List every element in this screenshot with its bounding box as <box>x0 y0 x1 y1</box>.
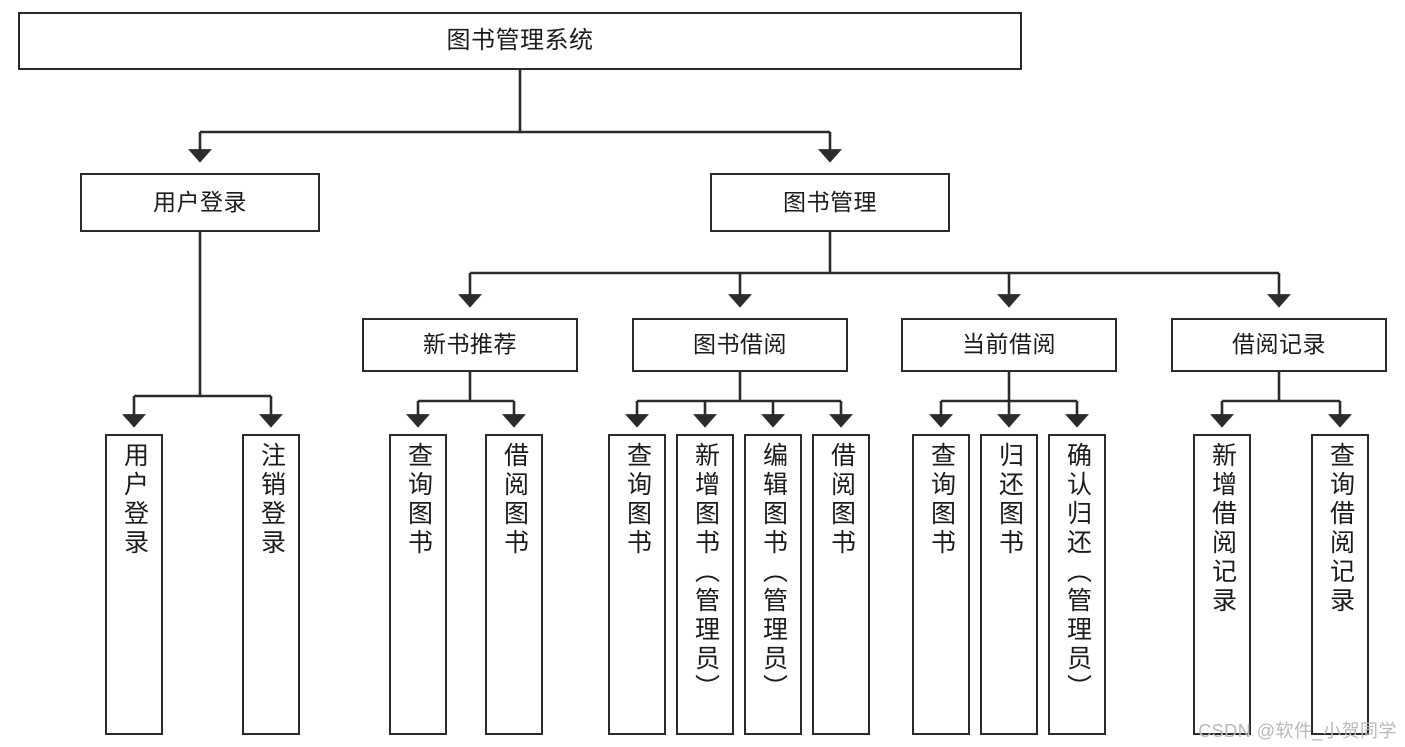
node-label: 查询图书 <box>404 442 433 558</box>
node-label: 图书借阅 <box>693 331 787 358</box>
leaf-borrow-book[interactable]: 借阅图书 <box>812 434 870 735</box>
leaf-edit-book[interactable]: 编辑图书（管理员） <box>744 434 802 735</box>
node-label: 查询借阅记录 <box>1326 442 1355 616</box>
node-label: 图书管理 <box>783 188 877 215</box>
leaf-query-book-current[interactable]: 查询图书 <box>912 434 970 735</box>
leaf-add-borrow-record[interactable]: 新增借阅记录 <box>1193 434 1251 735</box>
node-root-system[interactable]: 图书管理系统 <box>18 12 1022 70</box>
leaf-user-login[interactable]: 用户登录 <box>105 434 163 735</box>
node-label: 借阅图书 <box>827 442 856 558</box>
node-new-book-recommend[interactable]: 新书推荐 <box>362 318 578 372</box>
leaf-borrow-book-recommend[interactable]: 借阅图书 <box>485 434 543 735</box>
node-book-management[interactable]: 图书管理 <box>710 173 950 232</box>
node-current-borrow[interactable]: 当前借阅 <box>901 318 1117 372</box>
leaf-query-book-recommend[interactable]: 查询图书 <box>389 434 447 735</box>
node-label: 注销登录 <box>257 442 286 558</box>
node-label: 新增借阅记录 <box>1208 442 1237 616</box>
node-user-login[interactable]: 用户登录 <box>80 173 320 232</box>
leaf-return-book[interactable]: 归还图书 <box>980 434 1038 735</box>
node-label: 编辑图书（管理员） <box>759 442 788 703</box>
leaf-logout[interactable]: 注销登录 <box>242 434 300 735</box>
leaf-confirm-return[interactable]: 确认归还（管理员） <box>1048 434 1106 735</box>
node-label: 图书管理系统 <box>446 26 594 54</box>
leaf-add-book[interactable]: 新增图书（管理员） <box>676 434 734 735</box>
node-label: 查询图书 <box>927 442 956 558</box>
node-label: 确认归还（管理员） <box>1063 442 1092 703</box>
watermark-text: CSDN @软件_小贺同学 <box>1198 721 1397 741</box>
node-label: 当前借阅 <box>962 331 1056 358</box>
node-label: 查询图书 <box>623 442 652 558</box>
node-book-borrow[interactable]: 图书借阅 <box>632 318 848 372</box>
node-label: 用户登录 <box>120 442 149 558</box>
node-label: 归还图书 <box>995 442 1024 558</box>
node-label: 新书推荐 <box>423 331 517 358</box>
leaf-query-book-borrow[interactable]: 查询图书 <box>608 434 666 735</box>
node-label: 借阅记录 <box>1232 331 1326 358</box>
node-label: 新增图书（管理员） <box>691 442 720 703</box>
node-borrow-record[interactable]: 借阅记录 <box>1171 318 1387 372</box>
leaf-query-borrow-record[interactable]: 查询借阅记录 <box>1311 434 1369 735</box>
node-label: 用户登录 <box>153 188 247 215</box>
node-label: 借阅图书 <box>500 442 529 558</box>
